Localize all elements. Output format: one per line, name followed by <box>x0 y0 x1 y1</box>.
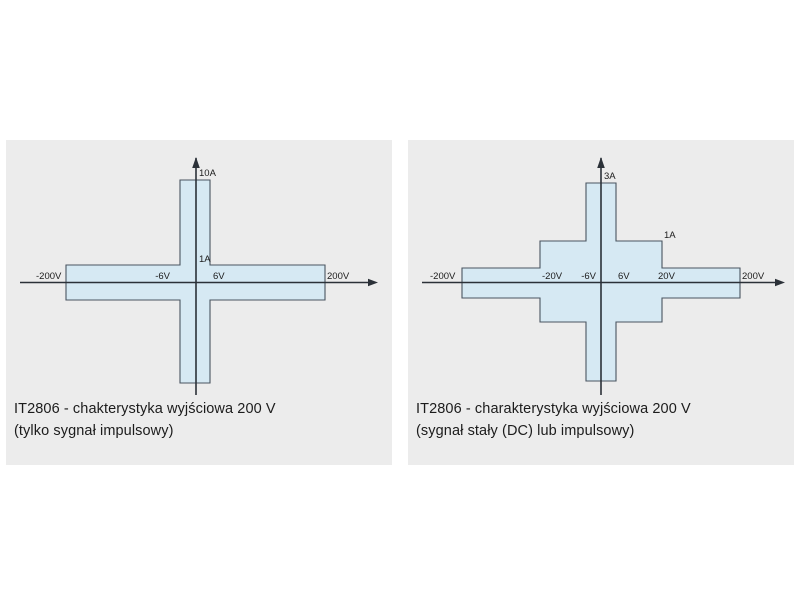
label-x-mid-neg: -20V <box>542 271 563 282</box>
caption-left-line2: (tylko sygnał impulsowy) <box>14 423 174 439</box>
caption-right-line1: IT2806 - charakterystyka wyjściowa 200 V <box>416 401 691 417</box>
label-x-inner-pos: 6V <box>618 271 630 282</box>
x-axis-arrow-icon <box>775 278 785 287</box>
diagram-panel-left: 10A 1A -200V 200V -6V 6V IT2806 - chakte… <box>6 140 392 465</box>
label-x-inner-neg: -6V <box>155 271 170 282</box>
y-axis-arrow-icon <box>597 157 605 168</box>
label-x-right: 200V <box>327 271 350 282</box>
caption-left: IT2806 - chakterystyka wyjściowa 200 V (… <box>14 398 388 442</box>
x-axis-arrow-icon <box>368 278 378 287</box>
y-axis-arrow-icon <box>192 157 200 168</box>
label-x-left: -200V <box>36 271 62 282</box>
label-x-inner-neg: -6V <box>581 271 596 282</box>
caption-left-line1: IT2806 - chakterystyka wyjściowa 200 V <box>14 401 276 417</box>
caption-right: IT2806 - charakterystyka wyjściowa 200 V… <box>416 398 790 442</box>
soa-chart-pulsed: 10A 1A -200V 200V -6V 6V <box>6 140 392 395</box>
caption-right-line2: (sygnał stały (DC) lub impulsowy) <box>416 423 635 439</box>
label-y-inner: 1A <box>199 254 211 265</box>
label-y-top: 10A <box>199 168 217 179</box>
soa-chart-dc-or-pulsed: 3A 1A -200V 200V -20V -6V 6V 20V <box>408 140 794 395</box>
label-y-inner: 1A <box>664 230 676 241</box>
label-x-inner-pos: 6V <box>213 271 225 282</box>
label-x-right: 200V <box>742 271 765 282</box>
label-x-mid-pos: 20V <box>658 271 676 282</box>
diagram-panel-right: 3A 1A -200V 200V -20V -6V 6V 20V IT2806 … <box>408 140 794 465</box>
label-y-top: 3A <box>604 171 616 182</box>
label-x-left: -200V <box>430 271 456 282</box>
